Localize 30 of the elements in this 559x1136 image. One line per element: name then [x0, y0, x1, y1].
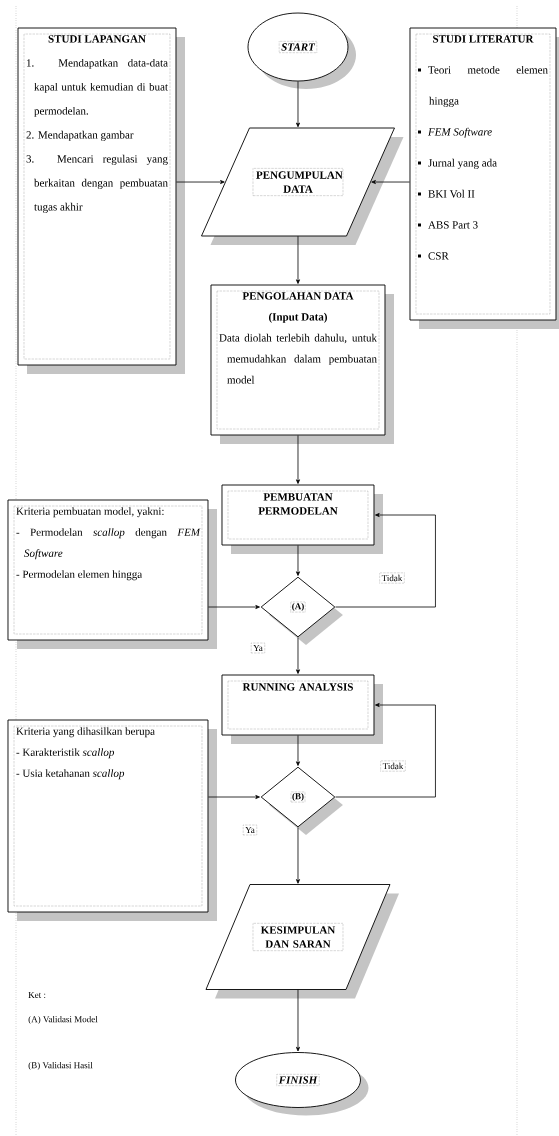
process-box: PEMBUATAN PERMODELAN [221, 484, 383, 554]
arrow [335, 513, 436, 608]
arrow [208, 795, 260, 799]
arrow [296, 81, 300, 128]
text-box: STUDI LAPANGAN 1. Mendapatkan data-data kapal untuk kemudian di buat permodelan. 2. Mendapatkan gambar 3. Mencari regulasi yang berkaitan dengan pembuatan tugas akhir [17, 27, 185, 374]
arrow [296, 827, 300, 884]
arrow [296, 435, 300, 484]
text-box: Kriteria yang dihasilkan berupa - Karakteristik scallop - Usia ketahanan scallop [7, 719, 217, 921]
text-box: Kriteria pembuatan model, yakni: - Permodelan scallop dengan FEM Software - Permodelan elemen hingga [7, 499, 217, 649]
process-box: RUNNING ANALYSIS [221, 674, 383, 744]
data-parallelogram: PENGUMPULAN DATA [201, 127, 404, 245]
arrow [335, 703, 436, 798]
edge-label: Ya [251, 642, 265, 654]
legend-note: (A) Validasi Model [28, 1015, 98, 1025]
arrow [296, 545, 300, 576]
legend-note: (B) Validasi Hasil [28, 1061, 93, 1071]
arrow [296, 989, 300, 1052]
edge-label: Tidak [380, 760, 406, 772]
text-box: PENGOLAHAN DATA (Input Data) Data diolah terlebih dahulu, untuk memudahkan dalam pembuatan model [210, 284, 394, 444]
arrow [296, 735, 300, 766]
arrow [296, 235, 300, 284]
text-box: STUDI LITERATUR Teori metode elemen hingga FEM Software Jurnal yang ada BKI Vol II ABS Part 3 CSR [409, 27, 559, 329]
edge-label: Ya [243, 824, 257, 836]
edge-label: Tidak [379, 572, 405, 584]
arrow [208, 605, 260, 609]
data-parallelogram: KESIMPULAN DAN SARAN [205, 884, 399, 999]
legend-note: Ket : [28, 992, 46, 998]
arrow [176, 180, 225, 184]
arrow [296, 637, 300, 674]
arrow [371, 180, 410, 184]
